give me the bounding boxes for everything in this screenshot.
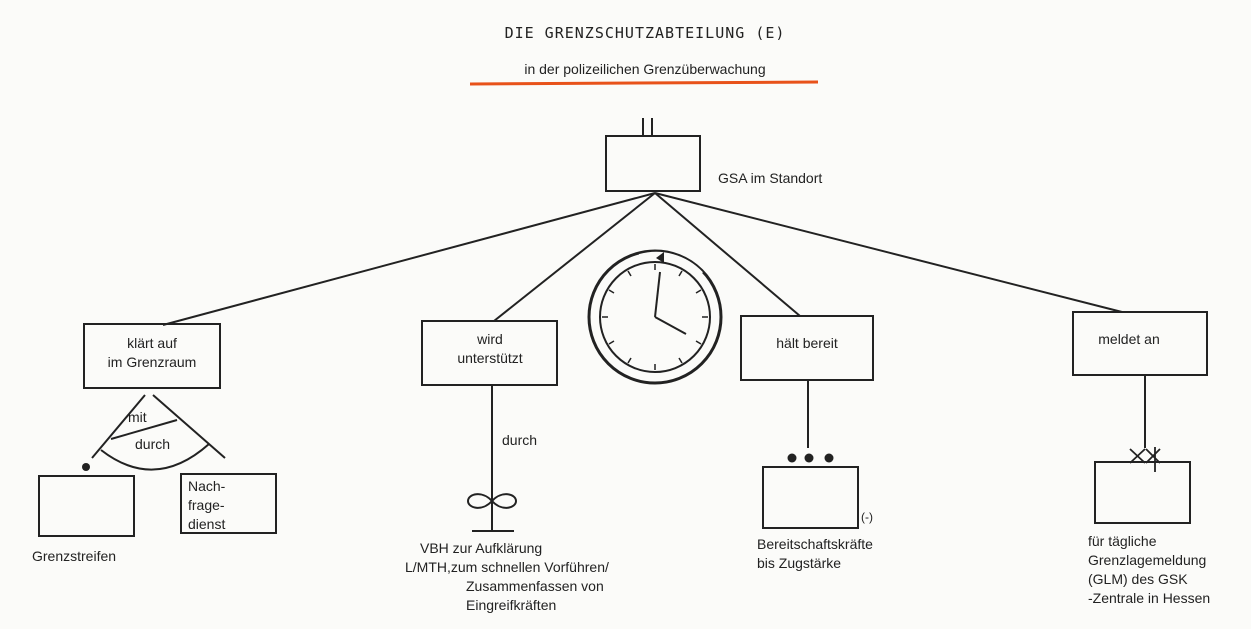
meldet-box xyxy=(1072,311,1208,376)
haelt-caption-1: Bereitschaftskräfte xyxy=(757,536,873,552)
branch-lines xyxy=(162,192,1123,326)
meldet-caption-2: Grenzlagemeldung xyxy=(1088,552,1206,568)
size-mark: (-) xyxy=(861,510,873,524)
nachfrage-line-3: dienst xyxy=(188,516,225,532)
meldet-caption-1: für tägliche xyxy=(1088,533,1157,549)
nachfragedienst-box xyxy=(180,473,277,534)
root-unit-symbol xyxy=(605,118,701,192)
subtitle-underline xyxy=(469,80,819,86)
meldet-caption-4: -Zentrale in Hessen xyxy=(1088,590,1210,606)
connector-mit: mit xyxy=(128,409,147,425)
wird-caption-1: VBH zur Aufklärung xyxy=(420,540,542,556)
connector-durch: durch xyxy=(135,436,170,452)
fan-connector xyxy=(82,394,226,471)
helicopter-rotor-icon xyxy=(466,493,518,532)
wird-label-2: unterstützt xyxy=(457,350,522,366)
wird-label-1: wird xyxy=(476,331,503,347)
nachfrage-line-2: frage- xyxy=(188,497,225,513)
grenzstreifen-box xyxy=(38,475,135,537)
haelt-caption-2: bis Zugstärke xyxy=(757,555,841,571)
wird-caption-2: L/MTH,zum schnellen Vorführen/ xyxy=(405,559,609,575)
xx-cross-icon xyxy=(1129,447,1161,472)
bereitschaft-box xyxy=(762,466,859,529)
wird-caption-3: Zusammenfassen von xyxy=(466,578,604,594)
meldet-caption-3: (GLM) des GSK xyxy=(1088,571,1188,587)
wird-connector-durch: durch xyxy=(502,432,537,448)
klaert-label-1: klärt auf xyxy=(127,335,177,351)
diagram-subtitle: in der polizeilichen Grenzüberwachung xyxy=(524,61,765,77)
root-label: GSA im Standort xyxy=(718,170,822,186)
klaert-box xyxy=(83,323,221,389)
clock-icon xyxy=(587,249,723,385)
platoon-dots-icon xyxy=(787,453,834,463)
klaert-label-2: im Grenzraum xyxy=(108,354,197,370)
wird-box xyxy=(421,320,558,386)
gsk-box xyxy=(1094,461,1191,524)
nachfrage-line-1: Nach- xyxy=(188,478,226,494)
meldet-label: meldet an xyxy=(1098,331,1159,347)
haelt-label: hält bereit xyxy=(776,335,838,351)
diagram-title: DIE GRENZSCHUTZABTEILUNG (E) xyxy=(505,24,786,42)
wird-caption-4: Eingreifkräften xyxy=(466,597,556,613)
grenzstreifen-label: Grenzstreifen xyxy=(32,548,116,564)
